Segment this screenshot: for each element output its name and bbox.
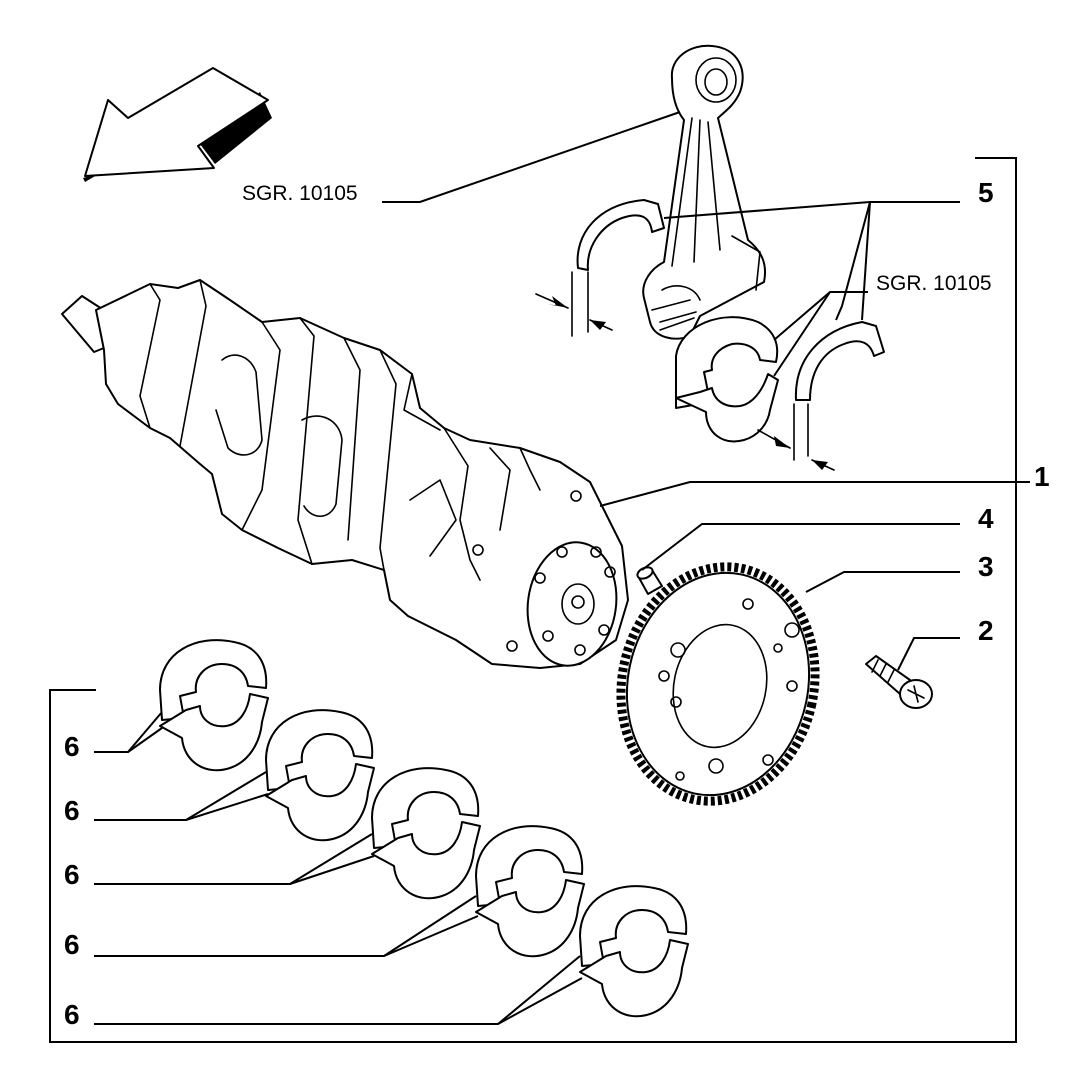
connecting-rod	[642, 44, 766, 340]
ref-label-bearing: SGR. 10105	[876, 272, 992, 295]
part-number-1: 1	[1034, 461, 1050, 492]
part-number-6: 6	[64, 999, 80, 1030]
gear-bolt	[865, 655, 933, 709]
direction-arrow-icon	[83, 67, 272, 182]
part-number-5: 5	[978, 177, 994, 208]
part-number-4: 4	[978, 503, 994, 534]
part-number-6: 6	[64, 859, 80, 890]
ref-label-conrod: SGR. 10105	[242, 182, 358, 205]
part-number-3: 3	[978, 551, 994, 582]
conrod-bearing-thrust-half-lower	[793, 321, 885, 461]
part-number-2: 2	[978, 615, 994, 646]
conrod-bearing-shell	[675, 316, 779, 443]
group-bracket-upper	[49, 157, 1017, 1043]
main-bearing-shells	[159, 639, 689, 1018]
part-number-6: 6	[64, 929, 80, 960]
leader-lines	[94, 111, 1030, 1025]
part-number-6: 6	[64, 731, 80, 762]
conrod-bearing-thrust-half-upper	[571, 199, 665, 337]
dimension-arrows	[535, 293, 835, 471]
dowel-pin	[636, 566, 663, 595]
crankshaft	[61, 279, 629, 669]
part-number-6: 6	[64, 795, 80, 826]
timing-gear	[616, 562, 820, 806]
